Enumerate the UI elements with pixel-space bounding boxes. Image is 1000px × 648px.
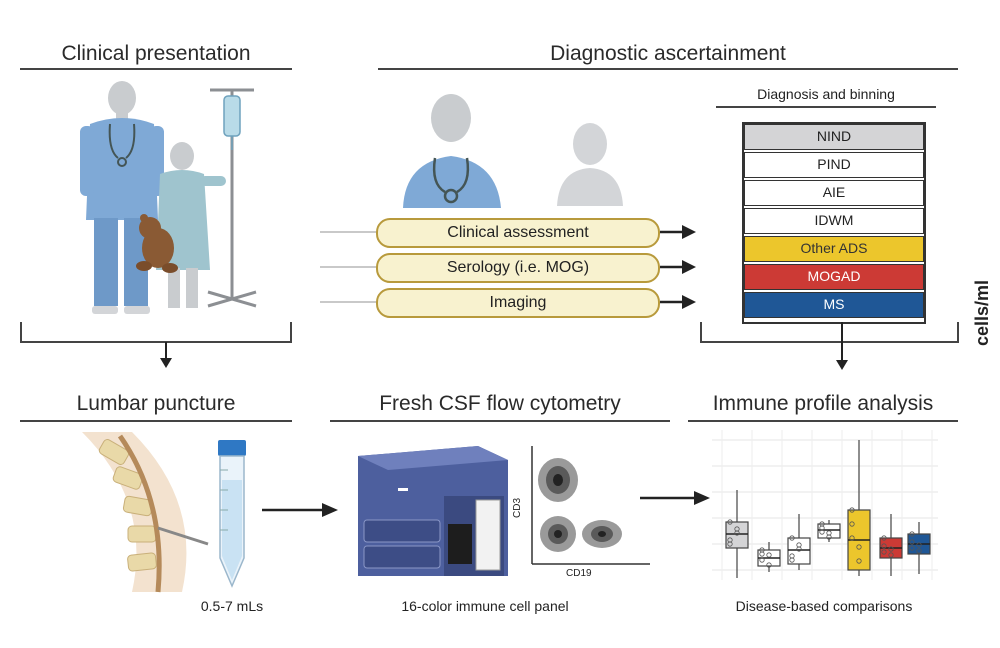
box-point bbox=[819, 529, 825, 535]
assessment-pill-imaging: Imaging bbox=[376, 288, 660, 318]
box-point bbox=[881, 549, 887, 555]
doctor-icon bbox=[80, 81, 164, 314]
box-point bbox=[916, 548, 922, 554]
box-point bbox=[789, 557, 795, 563]
spine-illustration bbox=[82, 432, 209, 593]
cd19-positive-cluster bbox=[582, 520, 622, 548]
box-point bbox=[881, 543, 887, 549]
box-point bbox=[727, 541, 733, 547]
flow-plot-y-axis-label: CD3 bbox=[512, 497, 523, 518]
flow-plot-x-axis-label: CD19 bbox=[566, 568, 592, 579]
rule-lumbar-puncture bbox=[20, 420, 292, 422]
box-point bbox=[727, 537, 733, 543]
title-lumbar-puncture: Lumbar puncture bbox=[76, 392, 236, 415]
bin-ms: MS bbox=[744, 292, 924, 318]
box-point bbox=[909, 539, 915, 545]
diagnosis-binning-rule bbox=[716, 106, 936, 108]
diagnosis-binning-title: Diagnosis and binning bbox=[757, 86, 895, 102]
diagnosis-bins: NIND PIND AIE IDWM Other ADS MOGAD MS bbox=[742, 122, 926, 324]
box-point bbox=[796, 542, 802, 548]
box-point bbox=[849, 521, 855, 527]
title-immune-profile: Immune profile analysis bbox=[712, 392, 934, 415]
box-point bbox=[856, 558, 862, 564]
bin-aie: AIE bbox=[744, 180, 924, 206]
box-point bbox=[734, 530, 740, 536]
assessment-pill-serology: Serology (i.e. MOG) bbox=[376, 253, 660, 283]
arrow-to-immune-profile bbox=[640, 491, 710, 505]
box-point bbox=[826, 530, 832, 536]
box-point bbox=[856, 544, 862, 550]
bin-other-ads: Other ADS bbox=[744, 236, 924, 262]
box-point bbox=[789, 535, 795, 541]
clinical-bracket bbox=[20, 322, 292, 368]
assessment-pill-clinical: Clinical assessment bbox=[376, 218, 660, 248]
title-flow-cytometry: Fresh CSF flow cytometry bbox=[379, 392, 621, 415]
rule-flow-cytometry bbox=[330, 420, 670, 422]
box-point bbox=[789, 553, 795, 559]
box-point bbox=[826, 534, 832, 540]
teddy-bear-icon bbox=[136, 214, 178, 273]
comparisons-caption: Disease-based comparisons bbox=[735, 598, 913, 614]
box-point bbox=[734, 526, 740, 532]
box-point bbox=[909, 531, 915, 537]
box-point bbox=[909, 545, 915, 551]
box-point bbox=[819, 525, 825, 531]
box-point bbox=[849, 535, 855, 541]
csf-tube-icon bbox=[218, 440, 246, 588]
flow-cytometer-icon bbox=[358, 446, 508, 576]
box-point bbox=[766, 552, 772, 558]
rule-clinical-presentation bbox=[20, 68, 292, 70]
box-point bbox=[727, 519, 733, 525]
panel-caption: 16-color immune cell panel bbox=[401, 598, 569, 614]
child-patient-icon bbox=[156, 142, 226, 308]
flow-plot bbox=[531, 446, 650, 565]
box-point bbox=[759, 551, 765, 557]
box-point bbox=[849, 507, 855, 513]
bin-mogad: MOGAD bbox=[744, 264, 924, 290]
clinical-presentation-illustration bbox=[80, 81, 257, 314]
immune-profile-boxplot bbox=[712, 430, 938, 580]
box-point bbox=[796, 546, 802, 552]
volume-caption: 0.5-7 mLs bbox=[200, 598, 264, 614]
side-axis-label: cells/ml bbox=[972, 279, 992, 346]
box-point bbox=[766, 562, 772, 568]
box-point bbox=[881, 535, 887, 541]
title-diagnostic-ascertainment: Diagnostic ascertainment bbox=[550, 42, 786, 65]
bin-pind: PIND bbox=[744, 152, 924, 178]
bin-nind: NIND bbox=[744, 124, 924, 150]
double-negative-cluster bbox=[540, 516, 576, 552]
cd3-positive-cluster bbox=[538, 458, 578, 502]
box-point bbox=[888, 552, 894, 558]
box-point bbox=[888, 546, 894, 552]
box-point bbox=[916, 542, 922, 548]
rule-diagnostic-ascertainment bbox=[378, 68, 958, 70]
rule-immune-profile bbox=[688, 420, 958, 422]
diagnostic-doctor-icon bbox=[403, 94, 501, 208]
box-point bbox=[759, 547, 765, 553]
iv-pole-icon bbox=[207, 88, 257, 308]
diagnostic-bracket bbox=[700, 322, 959, 370]
bin-idwm: IDWM bbox=[744, 208, 924, 234]
title-clinical-presentation: Clinical presentation bbox=[61, 42, 251, 65]
arrow-to-flow bbox=[262, 503, 338, 517]
box-point bbox=[759, 557, 765, 563]
diagnostic-patient-icon bbox=[557, 123, 623, 206]
box-point bbox=[819, 521, 825, 527]
assessment-arrows bbox=[320, 225, 696, 309]
